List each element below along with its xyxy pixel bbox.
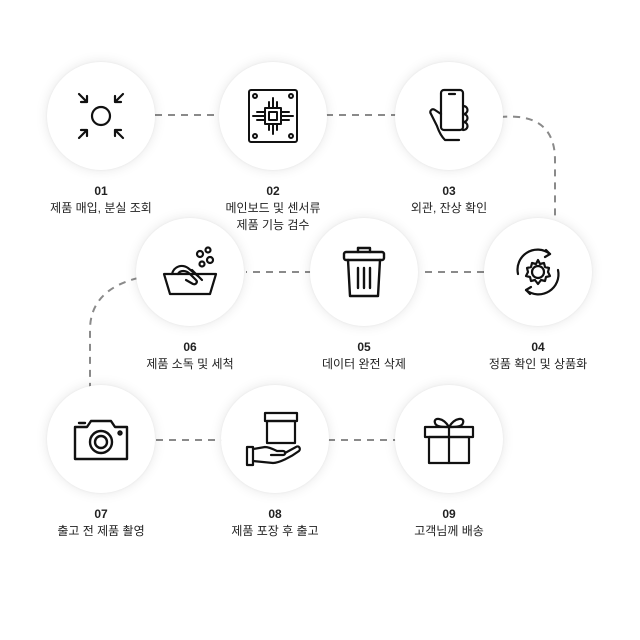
trash-can-icon bbox=[342, 246, 386, 298]
circuit-board-icon bbox=[248, 89, 298, 143]
step-09-label: 고객님께 배송 bbox=[414, 524, 484, 538]
step-03: 03 외관, 잔상 확인 bbox=[369, 62, 529, 217]
step-09-number: 09 bbox=[442, 507, 456, 521]
step-08: 08 제품 포장 후 출고 bbox=[195, 385, 355, 540]
step-03-number: 03 bbox=[442, 184, 456, 198]
step-04-circle bbox=[484, 218, 592, 326]
step-05-circle bbox=[310, 218, 418, 326]
step-02-label: 메인보드 및 센서류 제품 기능 검수 bbox=[225, 201, 321, 232]
step-07-number: 07 bbox=[94, 507, 108, 521]
step-02-number: 02 bbox=[266, 184, 280, 198]
step-04-label: 정품 확인 및 상품화 bbox=[488, 357, 588, 371]
step-09-circle bbox=[395, 385, 503, 493]
step-07: 07 출고 전 제품 촬영 bbox=[21, 385, 181, 540]
step-07-circle bbox=[47, 385, 155, 493]
gift-box-icon bbox=[423, 417, 475, 465]
step-06: 06 제품 소독 및 세척 bbox=[110, 218, 270, 373]
step-03-label: 외관, 잔상 확인 bbox=[410, 201, 488, 215]
camera-icon bbox=[73, 419, 129, 461]
step-04-number: 04 bbox=[531, 340, 545, 354]
step-03-circle bbox=[395, 62, 503, 170]
step-02-circle bbox=[219, 62, 327, 170]
step-05: 05 데이터 완전 삭제 bbox=[284, 218, 444, 373]
step-04: 04 정품 확인 및 상품화 bbox=[458, 218, 618, 373]
step-01-circle bbox=[47, 62, 155, 170]
step-08-number: 08 bbox=[268, 507, 282, 521]
step-05-label: 데이터 완전 삭제 bbox=[322, 357, 406, 371]
step-01: 01 제품 매입, 분실 조회 bbox=[21, 62, 181, 217]
phone-in-hand-icon bbox=[429, 88, 469, 142]
gear-refresh-icon bbox=[516, 248, 560, 296]
step-08-label: 제품 포장 후 출고 bbox=[231, 524, 319, 538]
step-05-number: 05 bbox=[357, 340, 371, 354]
step-07-label: 출고 전 제품 촬영 bbox=[57, 524, 145, 538]
step-08-circle bbox=[221, 385, 329, 493]
step-09: 09 고객님께 배송 bbox=[369, 385, 529, 540]
step-01-label: 제품 매입, 분실 조회 bbox=[50, 201, 152, 215]
step-06-number: 06 bbox=[183, 340, 197, 354]
washing-hands-icon bbox=[162, 246, 218, 296]
step-06-circle bbox=[136, 218, 244, 326]
box-on-hand-icon bbox=[245, 411, 301, 467]
step-01-number: 01 bbox=[94, 184, 108, 198]
step-02: 02 메인보드 및 센서류 제품 기능 검수 bbox=[193, 62, 353, 234]
step-06-label: 제품 소독 및 세척 bbox=[146, 357, 234, 371]
arrows-to-center-icon bbox=[77, 92, 125, 140]
